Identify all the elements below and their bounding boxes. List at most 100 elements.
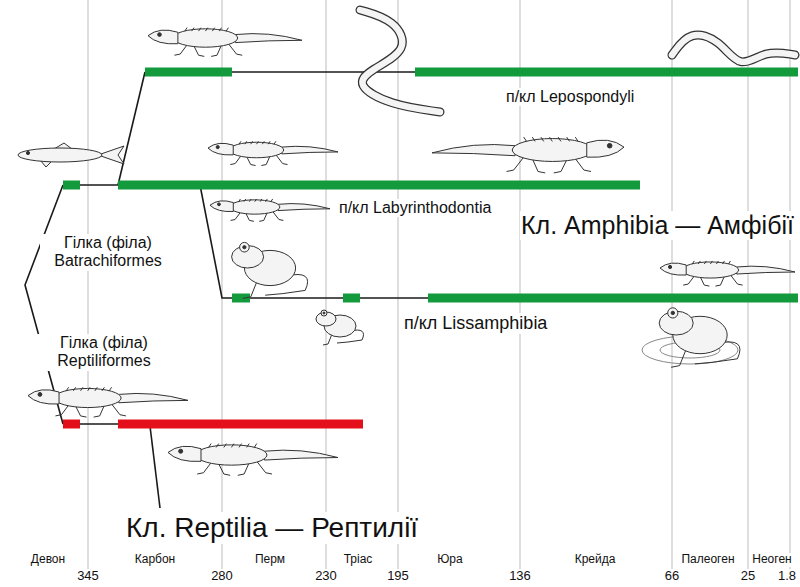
body xyxy=(196,445,267,465)
head xyxy=(660,263,686,275)
range-bar xyxy=(118,420,363,429)
tail xyxy=(282,146,338,154)
skin-mark xyxy=(239,141,241,144)
eye xyxy=(668,308,678,318)
leg xyxy=(273,211,284,220)
skin-mark xyxy=(532,137,535,141)
grid-line xyxy=(398,0,399,572)
skin-mark xyxy=(266,199,268,202)
tetrapod-figure xyxy=(148,28,302,57)
fish-figure xyxy=(18,143,124,167)
tail xyxy=(119,393,188,402)
skin-mark xyxy=(239,444,242,448)
skin-mark xyxy=(88,387,90,391)
snake-outline xyxy=(360,10,440,112)
body xyxy=(512,139,592,162)
skin-mark xyxy=(219,28,221,31)
eye xyxy=(26,151,29,154)
leg xyxy=(257,461,272,474)
skin-mark xyxy=(268,141,270,144)
branch-line xyxy=(232,71,415,73)
branch-line xyxy=(360,297,428,299)
eye xyxy=(216,146,219,149)
eye xyxy=(668,265,671,268)
skin-mark xyxy=(549,137,552,141)
frog-figure xyxy=(659,308,740,368)
leg xyxy=(507,157,524,171)
tetrapod-figure xyxy=(210,199,330,221)
range-bar xyxy=(118,181,640,190)
snake-body xyxy=(360,10,440,112)
grid-line xyxy=(88,0,89,572)
subclass-label: п/кл Labyrinthodontia xyxy=(338,199,492,217)
age-number: 136 xyxy=(508,569,532,584)
grid-line xyxy=(672,0,673,572)
snake-outline xyxy=(672,35,795,62)
head xyxy=(210,201,233,212)
skin-mark xyxy=(185,28,187,31)
tail xyxy=(737,266,795,274)
pupil xyxy=(323,312,325,314)
skin-mark xyxy=(251,141,253,144)
eye xyxy=(179,449,183,453)
body xyxy=(229,142,283,158)
grid-line xyxy=(790,0,791,572)
skin-mark xyxy=(710,261,712,264)
phyla-label: Гілка (філа) Reptiliformes xyxy=(36,334,173,371)
tail xyxy=(278,204,330,211)
range-bar xyxy=(343,294,360,303)
skin-mark xyxy=(249,199,251,202)
range-bar xyxy=(63,181,80,190)
leg xyxy=(197,463,211,474)
period-name: Неоген xyxy=(751,553,792,567)
skin-mark xyxy=(558,137,561,141)
skin-mark xyxy=(575,137,578,141)
range-bar xyxy=(415,68,798,77)
age-number: 25 xyxy=(740,569,756,584)
front-leg xyxy=(671,349,686,368)
skin-mark xyxy=(209,444,212,448)
period-name: Палеоген xyxy=(680,553,735,567)
skin-mark xyxy=(255,199,257,202)
tetrapod-figure xyxy=(660,261,795,286)
eye xyxy=(607,143,612,148)
skin-mark xyxy=(226,28,228,31)
period-name: Карбон xyxy=(134,553,177,567)
head xyxy=(587,140,624,157)
class-label: Кл. Amphibia — Амфібії xyxy=(520,211,795,240)
skin-mark xyxy=(692,261,694,264)
skin-mark xyxy=(205,28,207,31)
skin-mark xyxy=(192,28,194,31)
age-number: 280 xyxy=(210,569,234,584)
period-name: Крейда xyxy=(574,553,617,567)
tetrapod-figure xyxy=(432,137,624,173)
period-name: Девон xyxy=(30,553,66,567)
tetrapod-figure xyxy=(208,141,338,165)
skin-mark xyxy=(698,261,700,264)
skin-mark xyxy=(199,28,201,31)
skin-mark xyxy=(541,137,544,141)
age-number: 230 xyxy=(314,569,338,584)
eye xyxy=(158,33,162,37)
front-leg xyxy=(323,334,332,345)
head xyxy=(168,446,201,461)
head xyxy=(208,143,233,155)
skin-mark xyxy=(262,141,264,144)
skin-mark xyxy=(95,387,97,391)
leg xyxy=(276,155,288,165)
skin-mark xyxy=(239,199,241,202)
branch-line xyxy=(80,184,118,186)
skin-mark xyxy=(271,199,273,202)
frog-figure xyxy=(232,242,308,298)
subclass-label: п/кл Lissamphibia xyxy=(403,313,548,334)
grid-line xyxy=(748,0,749,572)
phyla-label: Гілка (філа) Batrachiformes xyxy=(40,234,177,271)
skin-mark xyxy=(102,387,104,391)
branch-line xyxy=(250,297,343,299)
age-number: 66 xyxy=(664,569,680,584)
skin-mark xyxy=(716,261,718,264)
pupil xyxy=(243,246,246,249)
skin-mark xyxy=(231,444,234,448)
branch-lines xyxy=(25,72,428,508)
